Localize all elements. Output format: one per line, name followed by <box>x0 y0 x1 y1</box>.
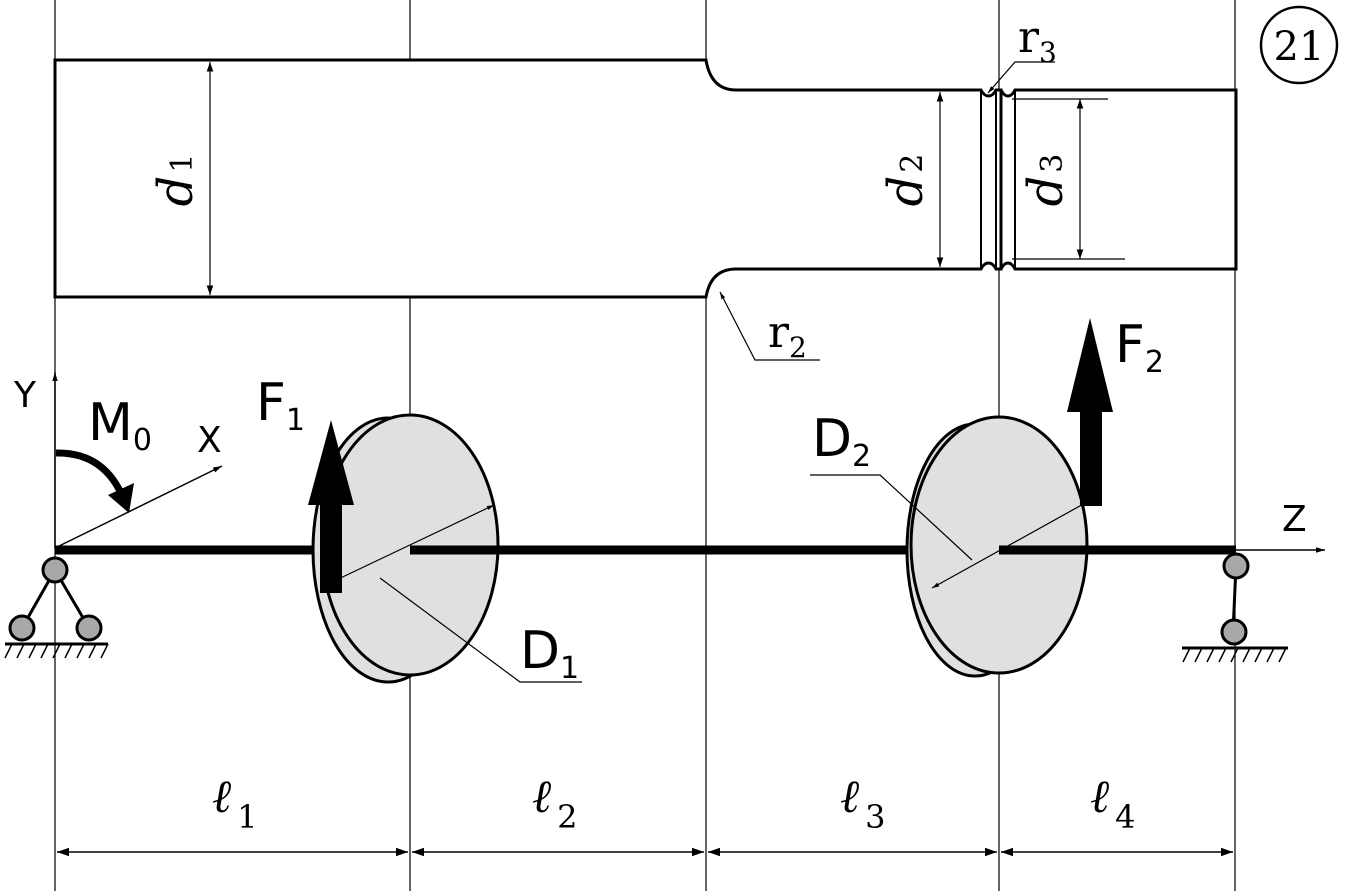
axes <box>52 372 1325 553</box>
axis-x-label: X <box>197 420 222 461</box>
disk-leaders <box>379 474 973 683</box>
label-d2: d2 <box>878 154 934 207</box>
force-2-arrow <box>1067 318 1113 506</box>
force-2-label: F2 <box>1115 315 1164 380</box>
shaft-labels: d1 d2 d3 r3 r2 <box>148 12 1074 364</box>
force-1-label: F1 <box>256 373 305 438</box>
diameter-dimensions <box>206 61 1125 295</box>
fillet-leaders <box>719 61 1055 361</box>
right-support <box>1182 552 1288 663</box>
axis-y-label: Y <box>13 375 37 416</box>
disk-2-label: D2 <box>812 409 871 474</box>
disk-2 <box>905 415 1089 678</box>
problem-number-badge: 21 <box>1259 5 1339 85</box>
problem-number: 21 <box>1274 24 1325 70</box>
stepped-shaft <box>53 58 1238 299</box>
label-d1: d1 <box>148 154 204 207</box>
label-r3: r3 <box>1018 12 1057 69</box>
moment-arrow <box>55 449 134 513</box>
force-1-arrow <box>308 420 354 593</box>
disk-1-label: D1 <box>520 621 579 686</box>
axis-z-label: Z <box>1282 499 1307 540</box>
scheme-labels: Y X Z M0 F1 F2 D1 D2 <box>13 315 1307 686</box>
moment-label: M0 <box>88 393 152 458</box>
label-d3: d3 <box>1018 154 1074 207</box>
left-support <box>4 556 109 659</box>
label-r2: r2 <box>768 307 807 364</box>
